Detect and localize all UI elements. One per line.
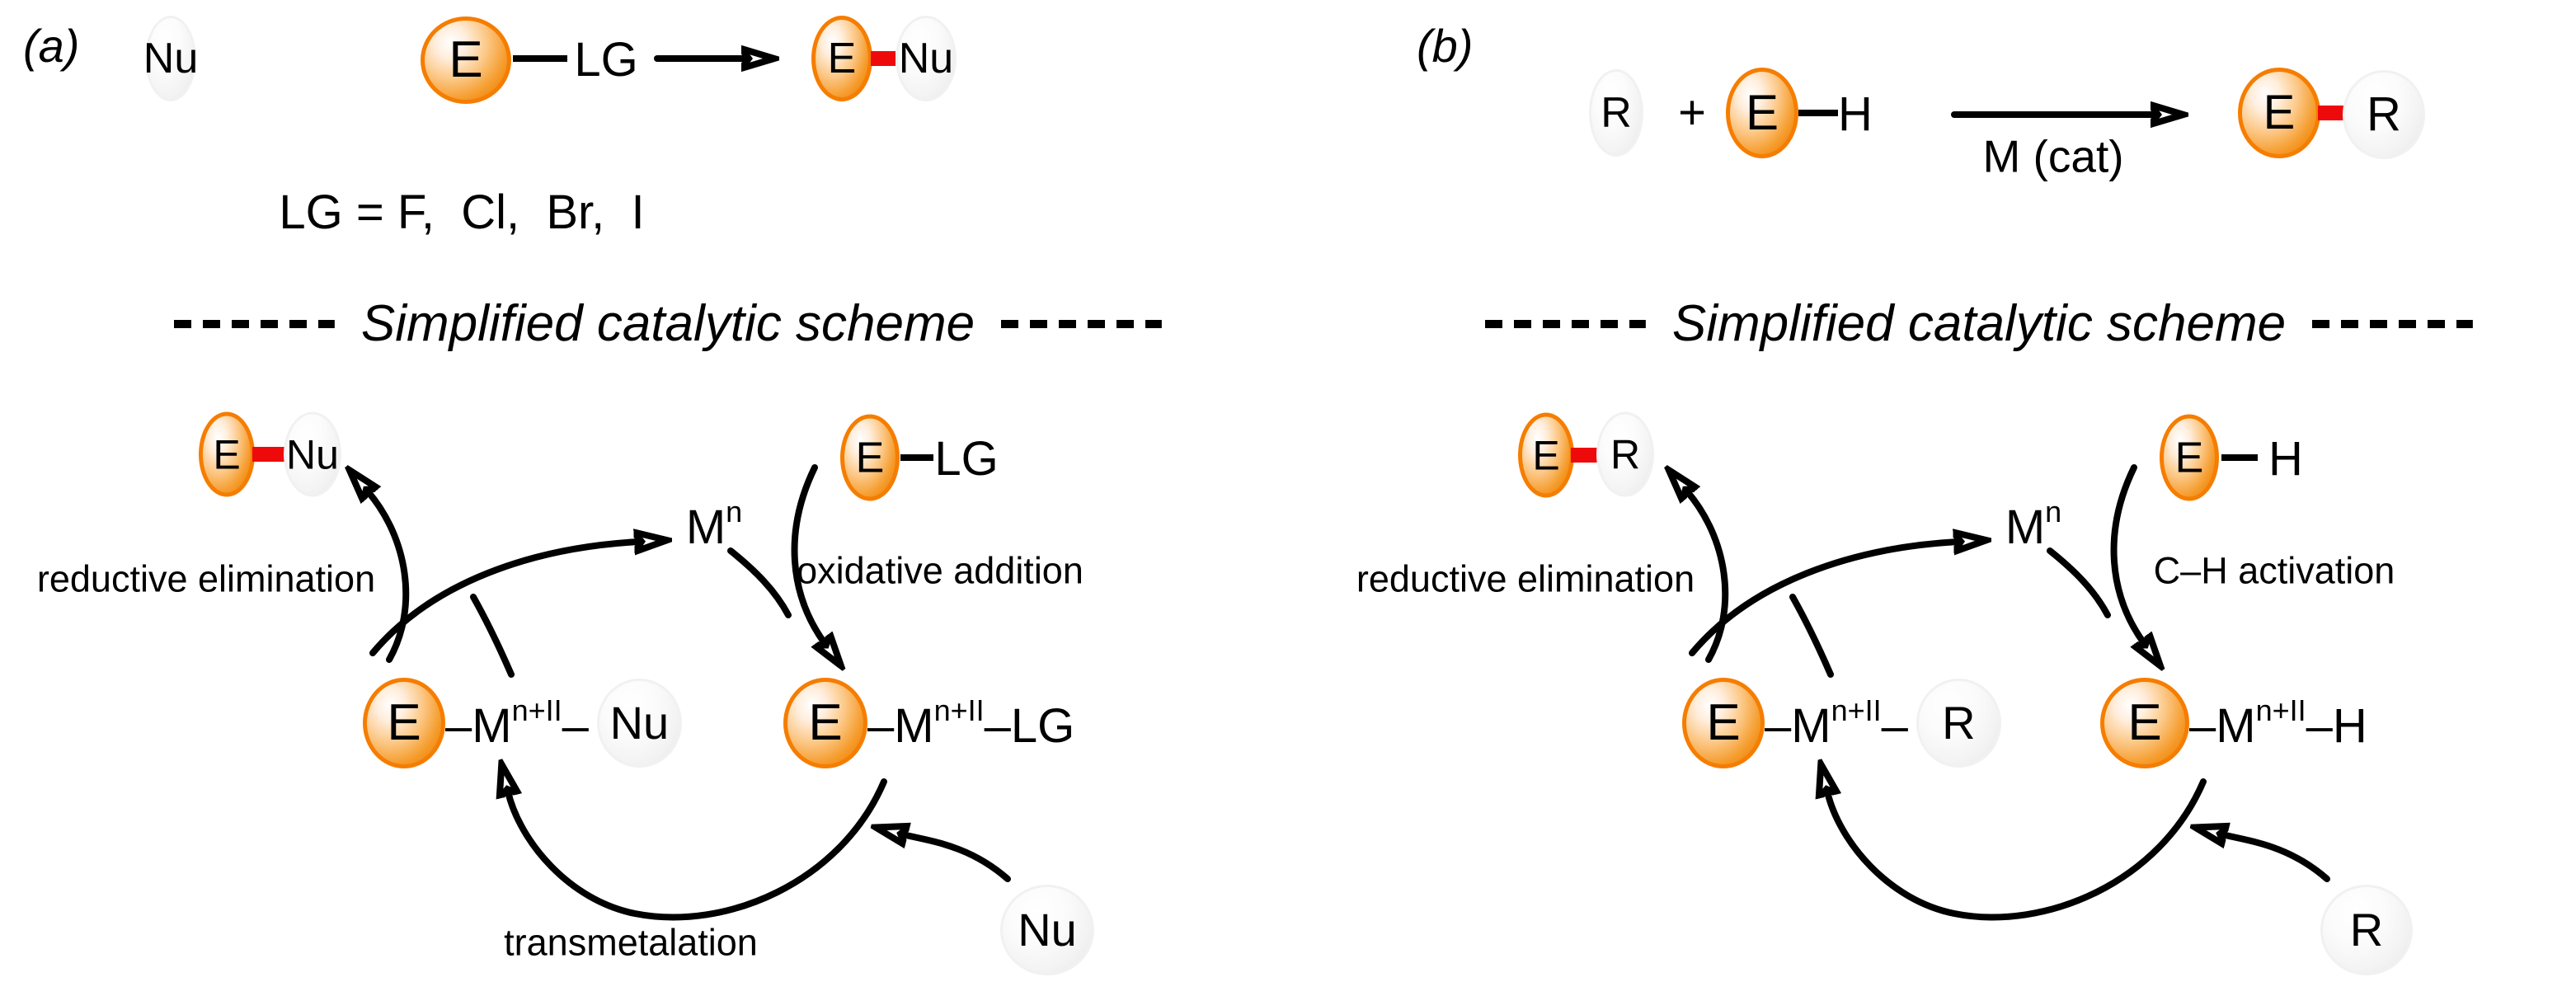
arrow-regenerate-metal-a [369,542,639,656]
cycle-arc-left-a [470,594,515,678]
arrow-oxidative-addition-a [791,464,825,643]
intermediate-e-m-r-b: E –Mn+II– R [1682,678,2001,768]
lg-note-a: LG = F, Cl, Br, I [279,186,645,239]
formula-m-right-b: –Mn+II–H [2189,693,2367,753]
sphere-nu-reactant-a: Nu [143,16,198,101]
metal-symbol-b: M [2005,500,2046,554]
plus-sign-b: + [1678,86,1706,139]
cycle-sphere-e-lg-a: E [840,414,900,501]
sphere-e-intermediate-left-a: E [363,678,445,768]
arrow-release-product-b [1687,491,1729,663]
sphere-r-incoming-b: R [2320,885,2413,975]
red-bond-product-b [2318,106,2344,120]
metal-mn-b: Mn [2005,497,2061,552]
sphere-e-product-a: E [811,16,872,101]
header-a: Simplified catalytic scheme [173,295,1163,352]
intermediate-e-m-lg-a: E –Mn+II–LG [783,678,1074,768]
cycle-sphere-r-product-b: R [1596,411,1654,497]
sphere-e-intermediate-right-b: E [2100,678,2189,768]
sphere-e-reactant-b: E [1726,68,1798,158]
sphere-r-product-b: R [2343,70,2425,159]
cycle-sphere-e-product-a: E [199,411,255,497]
arrow-transmetalation-a [508,782,887,921]
sphere-e-intermediate-left-b: E [1682,678,1765,768]
formula-m-left-a: –Mn+II– [445,693,589,753]
h-label-b: H [1838,87,1873,141]
arrow-release-product-a [368,491,410,663]
header-text-a: Simplified catalytic scheme [360,295,975,352]
dash-left-a [173,320,335,328]
step-oxidative-addition-a: oxidative addition [797,549,1084,592]
panel-b-label: (b) [1417,20,1474,72]
cycle-lg-label-a: LG [934,432,999,486]
cycle-bond-e-lg-a [900,454,933,461]
arrow-nucleophile-in-a [903,834,1011,882]
lg-label-a: LG [574,33,638,87]
step-ch-activation-b: C–H activation [2153,549,2395,592]
header-b: Simplified catalytic scheme [1484,295,2474,352]
cycle-bond-e-h-b [2221,454,2258,461]
sphere-nu-product-a: Nu [895,16,957,101]
panel-a-label: (a) [23,20,80,72]
metal-symbol-a: M [685,500,726,554]
cycle-red-bond-b [1571,448,1601,463]
cycle-h-label-b: H [2268,432,2303,486]
catalyst-label-b: M (cat) [1982,130,2124,182]
sphere-nu-intermediate-a: Nu [596,679,682,768]
formula-m-right-a: –Mn+II–LG [867,693,1075,753]
cycle-arc-metal-tail-b [2047,547,2111,618]
step-reductive-elimination-a: reductive elimination [36,557,376,600]
arrow-ch-activation-b [2110,464,2144,643]
intermediate-e-m-h-b: E –Mn+II–H [2100,678,2367,768]
dash-right-a [1001,320,1163,328]
metal-mn-a: Mn [686,497,742,552]
dash-right-b [2312,320,2474,328]
step-transmetalation-a: transmetalation [504,921,758,964]
sphere-e-reactant-a: E [421,16,511,104]
metal-oxstate-b: n [2045,495,2062,529]
sphere-e-product-b: E [2238,68,2320,158]
cycle-sphere-nu-product-a: Nu [284,411,341,497]
sphere-r-reactant-b: R [1589,69,1643,157]
cycle-arc-left-b [1789,594,1834,678]
arrow-substrate-in-b [2222,834,2330,882]
cycle-sphere-e-h-b: E [2160,414,2219,501]
sphere-nu-incoming-a: Nu [1000,885,1094,975]
sphere-r-intermediate-b: R [1916,679,2001,768]
intermediate-e-m-nu-a: E –Mn+II– Nu [363,678,682,768]
cycle-red-bond-a [252,447,287,462]
cycle-arc-metal-tail-a [727,547,792,618]
formula-m-left-b: –Mn+II– [1765,693,1908,753]
red-bond-product-a [871,51,895,66]
arrow-regenerate-metal-b [1689,542,1958,656]
bond-e-lg-a [513,55,567,62]
header-text-b: Simplified catalytic scheme [1671,295,2287,352]
step-reductive-elimination-b: reductive elimination [1356,557,1695,600]
cycle-sphere-e-product-b: E [1518,412,1574,498]
metal-oxstate-a: n [726,495,743,529]
dash-left-b [1484,320,1646,328]
bond-e-h-b [1798,110,1838,116]
sphere-e-intermediate-right-a: E [783,678,867,768]
arrow-bottom-step-b [1827,782,2207,921]
